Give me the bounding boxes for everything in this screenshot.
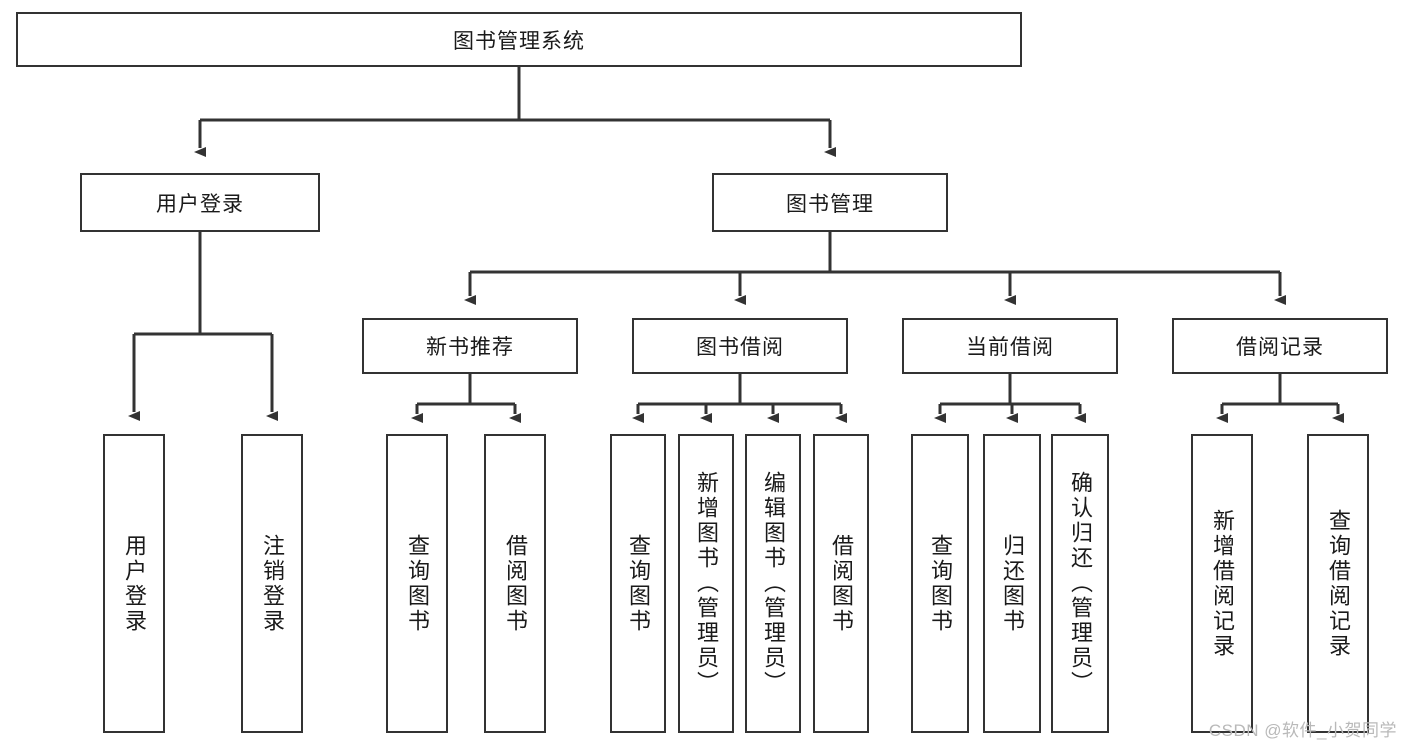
- node-label: 编辑图书（管理员）: [761, 471, 786, 696]
- node-label: 查询借阅记录: [1326, 508, 1351, 659]
- node-new-book-recommend[interactable]: 新书推荐: [362, 318, 578, 374]
- node-label: 归还图书: [1000, 533, 1025, 634]
- node-label: 确认归还（管理员）: [1068, 471, 1093, 696]
- node-label: 新书推荐: [426, 336, 514, 359]
- node-leaf-edit-book[interactable]: 编辑图书（管理员）: [745, 434, 801, 733]
- node-label: 新增图书（管理员）: [694, 471, 719, 696]
- node-label: 图书管理: [786, 192, 874, 216]
- node-leaf-user-login[interactable]: 用户登录: [103, 434, 165, 733]
- node-label: 用户登录: [122, 533, 147, 634]
- node-leaf-borrow-book-a[interactable]: 借阅图书: [484, 434, 546, 733]
- node-book-management[interactable]: 图书管理: [712, 173, 948, 232]
- node-leaf-query-book-b[interactable]: 查询图书: [610, 434, 666, 733]
- node-label: 借阅记录: [1236, 336, 1324, 359]
- node-system-root[interactable]: 图书管理系统: [16, 12, 1022, 67]
- node-leaf-return-book[interactable]: 归还图书: [983, 434, 1041, 733]
- node-user-login[interactable]: 用户登录: [80, 173, 320, 232]
- node-leaf-add-borrow-record[interactable]: 新增借阅记录: [1191, 434, 1253, 733]
- node-leaf-query-borrow-record[interactable]: 查询借阅记录: [1307, 434, 1369, 733]
- node-label: 用户登录: [156, 192, 244, 216]
- node-label: 注销登录: [260, 533, 285, 634]
- node-label: 当前借阅: [966, 336, 1054, 359]
- node-borrow-record[interactable]: 借阅记录: [1172, 318, 1388, 374]
- node-label: 查询图书: [405, 533, 430, 634]
- node-label: 借阅图书: [829, 533, 854, 634]
- node-leaf-query-book-a[interactable]: 查询图书: [386, 434, 448, 733]
- node-label: 新增借阅记录: [1210, 508, 1235, 659]
- node-label: 查询图书: [928, 533, 953, 634]
- node-leaf-borrow-book-b[interactable]: 借阅图书: [813, 434, 869, 733]
- node-current-borrow[interactable]: 当前借阅: [902, 318, 1118, 374]
- node-label: 查询图书: [626, 533, 651, 634]
- node-label: 借阅图书: [503, 533, 528, 634]
- node-leaf-logout[interactable]: 注销登录: [241, 434, 303, 733]
- node-leaf-query-book-c[interactable]: 查询图书: [911, 434, 969, 733]
- node-label: 图书管理系统: [453, 29, 585, 53]
- node-book-borrow[interactable]: 图书借阅: [632, 318, 848, 374]
- csdn-watermark: CSDN @软件_小贺同学: [1208, 721, 1397, 740]
- node-label: 图书借阅: [696, 336, 784, 359]
- node-leaf-add-book[interactable]: 新增图书（管理员）: [678, 434, 734, 733]
- node-leaf-confirm-return[interactable]: 确认归还（管理员）: [1051, 434, 1109, 733]
